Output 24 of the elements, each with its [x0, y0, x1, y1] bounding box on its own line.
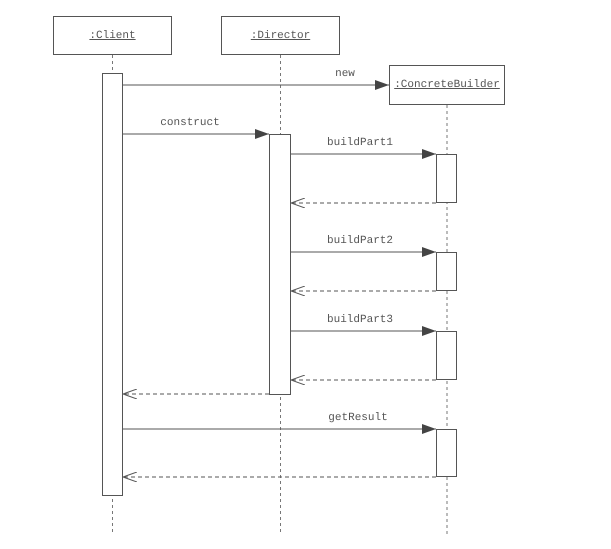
return-arrow — [290, 286, 436, 296]
message-arrow — [122, 424, 436, 434]
object-box — [53, 16, 172, 55]
activation-bar — [436, 154, 457, 203]
message-arrow — [290, 247, 436, 257]
message-arrow — [290, 149, 436, 159]
object-name: :Director — [250, 30, 310, 42]
object-box — [389, 65, 505, 105]
return-arrow — [122, 388, 270, 400]
message-label: getResult — [327, 412, 389, 425]
return-arrow — [290, 198, 436, 208]
object-box — [221, 16, 340, 55]
message-arrow — [290, 326, 436, 336]
activation-bar — [436, 331, 457, 380]
object-name: :Client — [89, 30, 136, 42]
activation-bar — [269, 134, 291, 395]
activation-bar — [436, 252, 457, 291]
return-arrow — [290, 374, 436, 386]
activation-bar — [102, 73, 123, 496]
activation-bar — [436, 429, 457, 477]
object-name: :ConcreteBuilder — [394, 79, 500, 91]
message-arrow — [122, 129, 270, 139]
message-arrow — [122, 80, 390, 90]
return-arrow — [122, 472, 436, 482]
